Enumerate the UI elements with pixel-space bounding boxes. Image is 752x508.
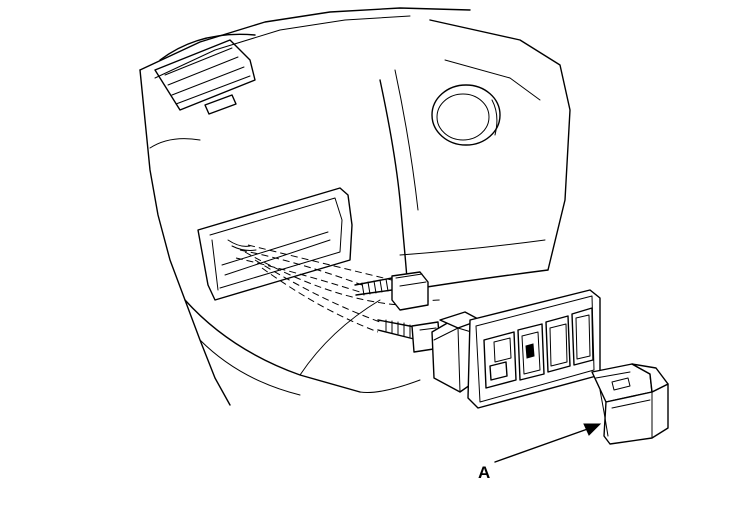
wire-harness-lines [235, 244, 441, 333]
switch-a [591, 363, 669, 445]
callout-arrow-a [494, 423, 602, 463]
round-knob-icon [431, 84, 501, 146]
console-opening [197, 187, 353, 301]
air-vent [154, 33, 256, 115]
lower-connector [377, 319, 441, 353]
switch-bezel-panel [467, 289, 601, 409]
upper-connector [354, 271, 429, 311]
callout-label-a: A [478, 463, 490, 482]
